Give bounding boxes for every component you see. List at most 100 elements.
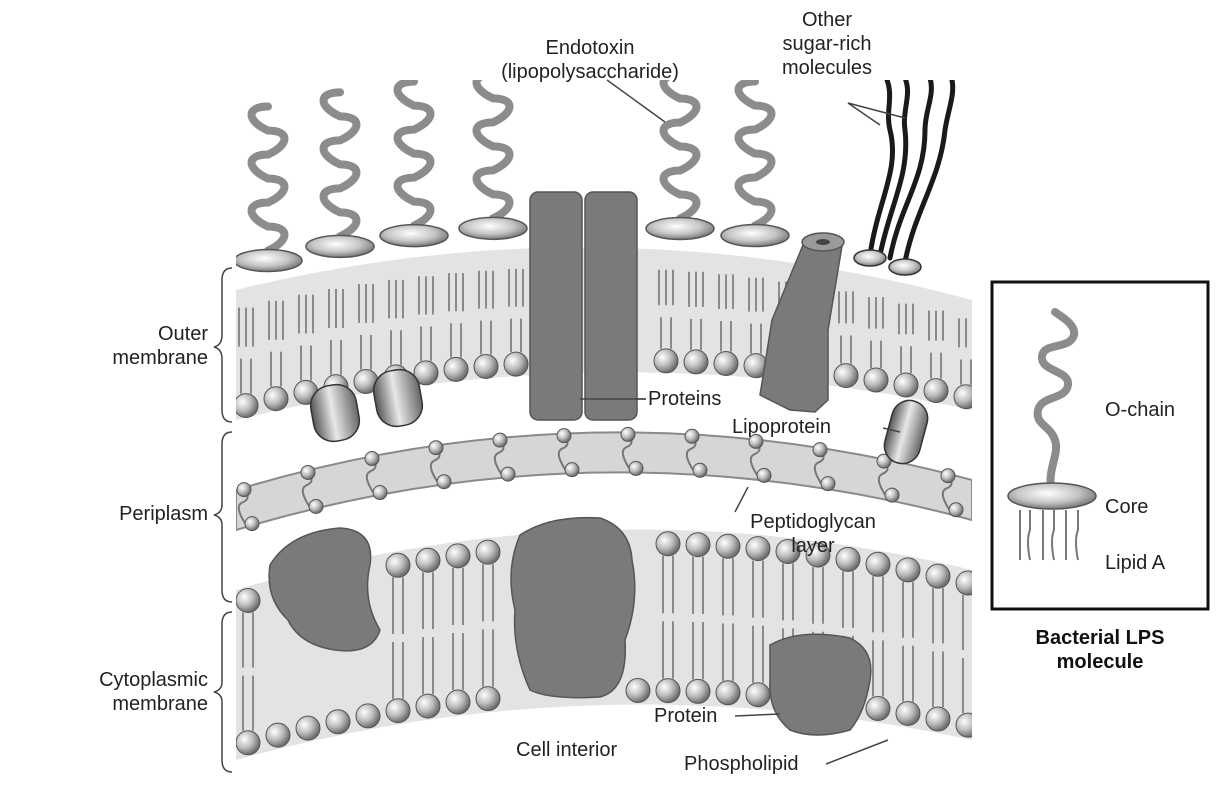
lps-core	[646, 218, 714, 240]
phospholipid-head	[954, 385, 978, 409]
o-chain	[739, 82, 772, 226]
peptide-bead	[821, 477, 835, 491]
lipid-a-label: Lipid A	[1105, 551, 1165, 575]
phospholipid-head	[446, 544, 470, 568]
lipoprotein-label: Lipoprotein	[732, 415, 831, 439]
cyto-protein-right	[770, 634, 871, 735]
lps-inset-frame	[992, 282, 1208, 609]
o-chain	[252, 107, 285, 251]
phospholipid-head	[386, 553, 410, 577]
peptide-bead	[373, 486, 387, 500]
phospholipid-head	[894, 373, 918, 397]
peptide-bead	[565, 463, 579, 477]
lipoprotein-3	[880, 396, 931, 467]
brace-cyto	[214, 612, 232, 772]
phospholipid-head	[656, 532, 680, 556]
cytoplasmic-membrane-label: Cytoplasmic membrane	[40, 668, 208, 716]
peptide-bead	[621, 427, 635, 441]
phospholipid-head	[264, 387, 288, 411]
lps-core	[234, 250, 302, 272]
phospholipid-head	[476, 540, 500, 564]
brace-outer	[214, 268, 232, 422]
outer-membrane-label: Outer membrane	[60, 322, 208, 370]
phospholipid-head	[956, 713, 980, 737]
lps-core	[459, 217, 527, 239]
porin-right	[585, 192, 637, 420]
phospholipid-label: Phospholipid	[684, 752, 799, 776]
peptide-bead	[245, 517, 259, 531]
phospholipid-head	[924, 379, 948, 403]
peptide-bead	[693, 463, 707, 477]
phospholipid-head	[926, 707, 950, 731]
peptide-bead	[309, 499, 323, 513]
sugar-rich-label: Other sugar-rich molecules	[768, 8, 886, 80]
phospholipid-head	[266, 723, 290, 747]
peptide-bead	[301, 465, 315, 479]
phospholipid-head	[234, 394, 258, 418]
peptide-bead	[365, 452, 379, 466]
phospholipid-head	[416, 694, 440, 718]
peptide-bead	[941, 469, 955, 483]
sugar-rich-molecules	[870, 75, 953, 262]
phospholipid-head	[656, 679, 680, 703]
phospholipid-head	[356, 704, 380, 728]
phospholipid-head	[834, 364, 858, 388]
phospholipid-head	[474, 354, 498, 378]
phospholipid-head	[686, 679, 710, 703]
phospholipid-head	[236, 731, 260, 755]
o-chain	[324, 92, 357, 236]
porin-left	[530, 192, 582, 420]
phospholipid-head	[504, 352, 528, 376]
peptide-bead	[429, 441, 443, 455]
lps-core	[306, 235, 374, 257]
periplasm-label: Periplasm	[60, 502, 208, 526]
sugar-core-2	[889, 259, 921, 275]
o-chain	[664, 75, 697, 219]
peptide-bead	[685, 429, 699, 443]
peptide-bead	[501, 467, 515, 481]
peptide-bead	[813, 443, 827, 457]
peptide-bead	[949, 503, 963, 517]
phospholipid-head	[714, 352, 738, 376]
cyto-protein-center	[511, 518, 635, 698]
peptide-bead	[237, 483, 251, 497]
peptide-bead	[557, 429, 571, 443]
phospholipid-head	[686, 533, 710, 557]
phospholipid-head	[444, 357, 468, 381]
peptide-bead	[885, 488, 899, 502]
lps-core	[380, 225, 448, 247]
o-chain	[398, 82, 431, 226]
peptide-bead	[629, 461, 643, 475]
phospholipid-head	[654, 349, 678, 373]
protein-label: Protein	[654, 704, 717, 728]
phospholipid-head	[866, 697, 890, 721]
peptide-bead	[757, 468, 771, 482]
phospholipid-head	[326, 710, 350, 734]
phospholipid-head	[236, 588, 260, 612]
inset-caption: Bacterial LPS molecule	[992, 626, 1208, 674]
peptidoglycan-label: Peptidoglycan layer	[728, 510, 898, 558]
phospholipid-head	[896, 701, 920, 725]
core-label: Core	[1105, 495, 1148, 519]
phospholipid-head	[716, 681, 740, 705]
phospholipid-head	[386, 699, 410, 723]
brace-periplasm	[214, 432, 232, 602]
phospholipid-head	[476, 687, 500, 711]
cell-interior-label: Cell interior	[516, 738, 617, 762]
phospholipid-head	[446, 690, 470, 714]
o-chain-label: O-chain	[1105, 398, 1175, 422]
phospholipid-head	[684, 350, 708, 374]
peptide-bead	[437, 475, 451, 489]
phospholipid-head	[416, 548, 440, 572]
phospholipid-head	[746, 683, 770, 707]
proteins-label: Proteins	[648, 387, 721, 411]
phospholipid-head	[956, 571, 980, 595]
inset-core	[1008, 483, 1096, 509]
phospholipid-head	[896, 558, 920, 582]
sugar-core-1	[854, 250, 886, 266]
o-chain	[477, 74, 510, 218]
peptide-bead	[493, 433, 507, 447]
lps-core	[721, 225, 789, 247]
braces	[214, 268, 232, 772]
phospholipid-head	[864, 368, 888, 392]
